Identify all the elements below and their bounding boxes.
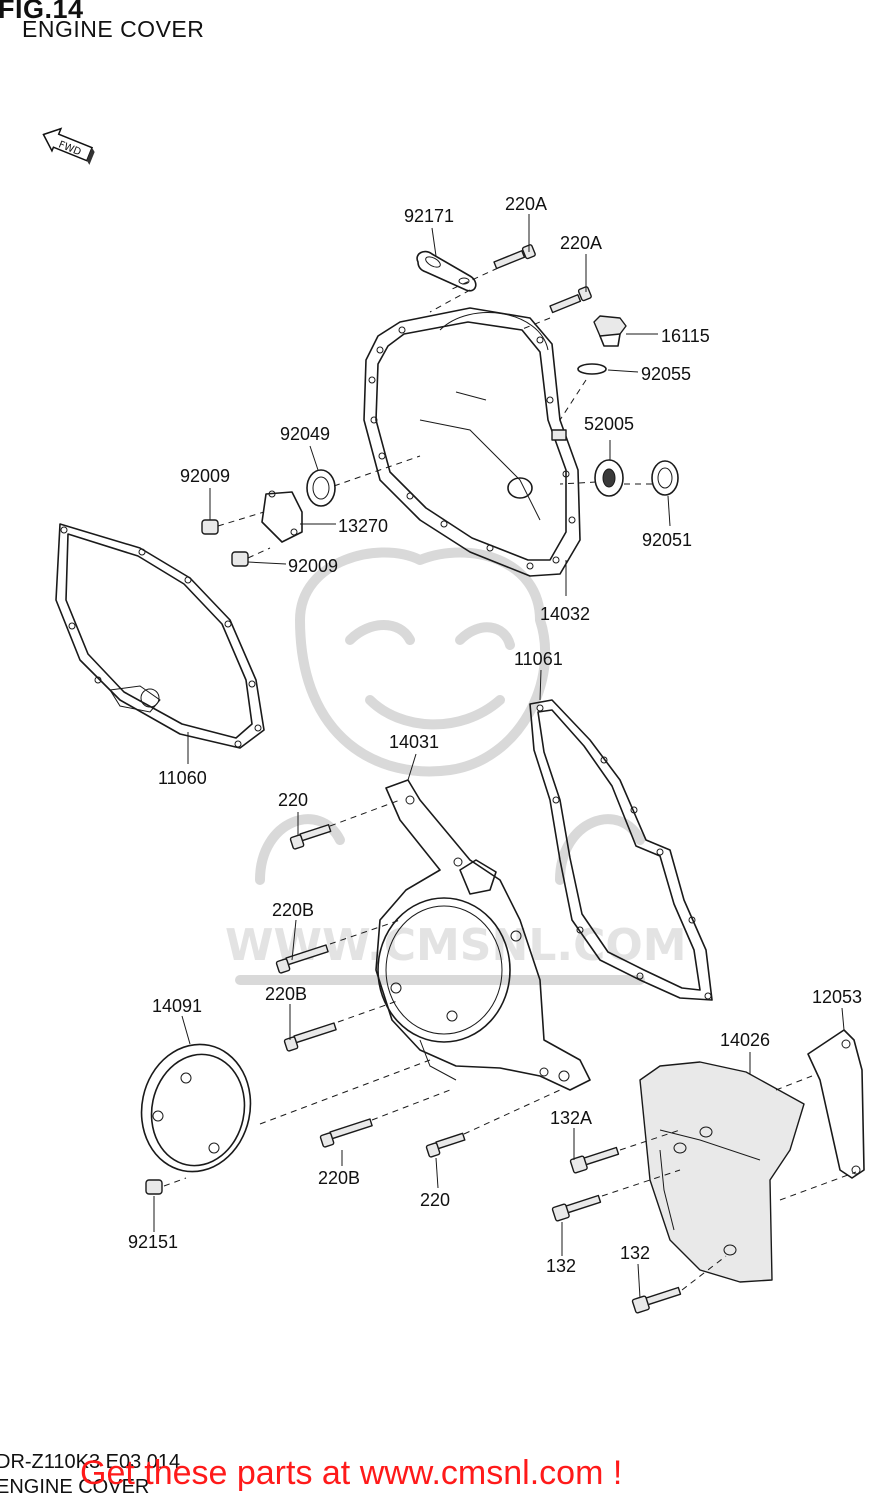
figure-number: FIG.14 [0,0,84,24]
label-12053: 12053 [812,987,862,1007]
part-92049-oil-seal [306,469,336,507]
part-92051-oil-seal [651,460,679,496]
part-220a-bolt-lower [549,286,592,314]
part-132-bolt-lower [631,1286,682,1314]
part-11060-gasket [55,523,265,749]
part-92009-screw-upper [201,519,219,535]
label-220b-upper: 220B [272,900,314,920]
label-13270: 13270 [338,516,388,536]
label-92151: 92151 [128,1232,178,1252]
label-92009-lower: 92009 [288,556,338,576]
label-11060: 11060 [158,768,207,788]
label-220a-upper: 220A [505,194,547,214]
watermark-logo: WWW.CMSNL.COM [225,547,687,985]
leader-lines [153,214,857,1299]
label-92051: 92051 [642,530,692,550]
footer-subtitle: ENGINE COVER [0,1476,150,1498]
label-14031: 14031 [389,732,439,752]
part-13270-plate [261,490,303,543]
label-220b-lower: 220B [318,1168,360,1188]
part-92151-screw [145,1179,163,1195]
part-52005-bearing [594,459,624,497]
cover-bolt-holes [368,326,576,570]
label-92171: 92171 [404,206,454,226]
label-92055: 92055 [641,364,691,384]
part-14031-magneto-cover [375,779,591,1091]
footer-model-code: DR-Z110K3 E03 014 [0,1451,181,1473]
cover-bolt-holes [390,795,570,1082]
part-11061-gasket [529,699,713,1001]
part-92171-plate [416,250,477,292]
gasket-holes [536,704,712,1000]
label-220-lower: 220 [420,1190,450,1210]
gasket-holes [60,526,262,748]
label-14026: 14026 [720,1030,770,1050]
label-220-upper: 220 [278,790,308,810]
label-132-lower: 132 [620,1243,650,1263]
label-220a-lower: 220A [560,233,602,253]
part-14026-sprocket-cover [639,1061,805,1283]
part-220b-bolt-middle [283,1022,337,1052]
part-labels: 92171 220A 220A 16115 92055 92049 52005 … [128,194,862,1276]
figure-title: ENGINE COVER [22,16,205,42]
part-220-bolt-lower [425,1132,466,1158]
label-132a: 132A [550,1108,592,1128]
label-14091: 14091 [152,996,202,1016]
part-12053-bracket [807,1029,865,1179]
part-220b-bolt-lower [319,1118,373,1148]
part-132-bolt-upper [551,1194,602,1222]
part-92055-o-ring [577,363,607,375]
promo-link[interactable]: Get these parts at www.cmsnl.com ! [80,1454,623,1492]
label-16115: 16115 [661,326,710,346]
label-92009-upper: 92009 [180,466,230,486]
part-132a-bolt [569,1146,620,1174]
label-220b-middle: 220B [265,984,307,1004]
part-220-bolt-upper [289,824,332,850]
part-92009-screw-lower [231,551,249,567]
part-14032-clutch-cover [363,307,581,577]
part-16115-oil-cap [593,315,627,347]
fwd-direction-arrow: FWD [42,127,95,165]
label-52005: 52005 [584,414,634,434]
part-14091-cap [140,1043,252,1173]
part-220a-bolt-upper [493,244,536,270]
part-220b-bolt-upper [275,944,329,974]
watermark-text: WWW.CMSNL.COM [225,920,687,971]
label-11061: 11061 [514,649,563,669]
label-14032: 14032 [540,604,590,624]
label-92049: 92049 [280,424,330,444]
label-132-upper: 132 [546,1256,576,1276]
